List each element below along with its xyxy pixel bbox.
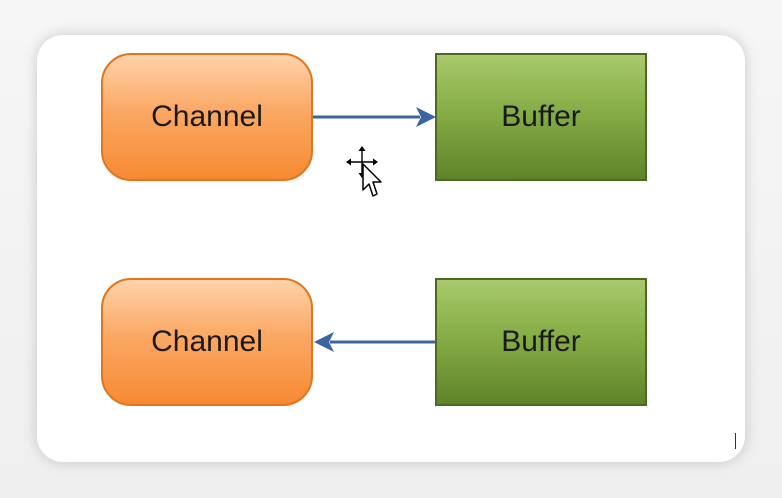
channel-label-bottom: Channel (151, 325, 263, 358)
buffer-label-top: Buffer (501, 100, 581, 133)
move-cursor-icon (346, 146, 382, 197)
edge-mark (735, 433, 736, 449)
buffer-node-top: Buffer (435, 53, 647, 181)
channel-label-top: Channel (151, 100, 263, 133)
buffer-label-bottom: Buffer (501, 325, 581, 358)
channel-node-top: Channel (101, 53, 313, 181)
channel-node-bottom: Channel (101, 278, 313, 406)
buffer-node-bottom: Buffer (435, 278, 647, 406)
